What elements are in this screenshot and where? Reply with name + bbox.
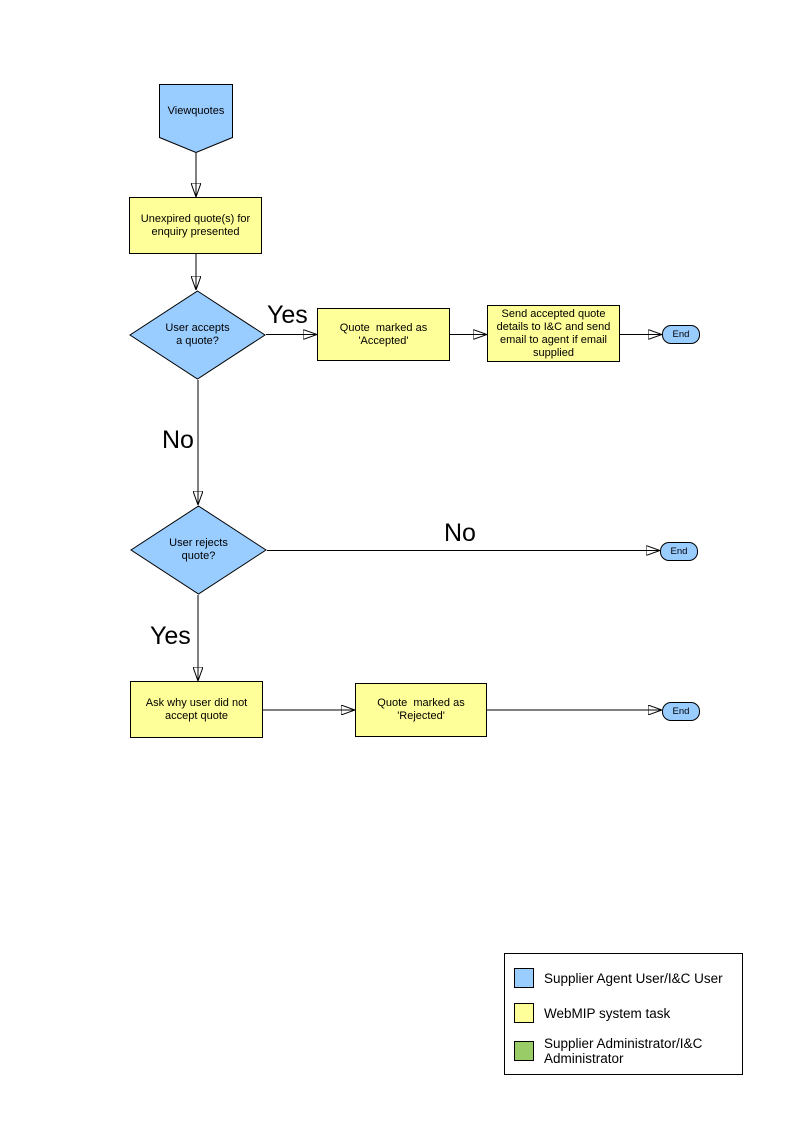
legend-label: Supplier Agent User/I&C User	[544, 970, 723, 986]
legend-swatch-yellow	[514, 1003, 534, 1023]
edge-label-rejects-yes: Yes	[150, 622, 191, 650]
legend-item-supplier-agent-user: Supplier Agent User/I&C User	[514, 968, 723, 988]
diamond-shape	[129, 290, 266, 380]
legend-label: Supplier Administrator/I&C Administrator	[544, 1036, 703, 1066]
legend-item-webmip-task: WebMIP system task	[514, 1003, 670, 1023]
node-unexpired-quotes: Unexpired quote(s) for enquiry presented	[129, 197, 262, 254]
node-user-accepts-quote-label: User accepts a quote?	[165, 322, 230, 347]
end-label: End	[672, 328, 690, 340]
node-quote-rejected-label: Quote marked as 'Rejected'	[377, 697, 465, 722]
node-ask-why: Ask why user did not accept quote	[130, 681, 263, 738]
legend-label: WebMIP system task	[544, 1005, 671, 1021]
node-user-rejects-quote: User rejects quote?	[130, 505, 267, 595]
legend: Supplier Agent User/I&C User WebMIP syst…	[504, 953, 743, 1075]
legend-item-supplier-administrator: Supplier Administrator/I&C Administrator	[514, 1036, 702, 1066]
legend-swatch-green	[514, 1041, 534, 1061]
node-quote-rejected: Quote marked as 'Rejected'	[355, 683, 487, 737]
node-send-accepted-details: Send accepted quote details to I&C and s…	[487, 305, 620, 362]
node-user-rejects-quote-label: User rejects quote?	[169, 537, 228, 562]
node-viewquotes-label: Viewquotes	[167, 104, 225, 117]
edge-label-rejects-no: No	[444, 519, 476, 547]
edge-label-accepts-no: No	[162, 426, 194, 454]
pentagon-shape	[159, 84, 233, 153]
node-quote-accepted: Quote marked as 'Accepted'	[317, 308, 450, 361]
end-label: End	[670, 545, 688, 557]
node-end-accepted: End	[662, 325, 700, 344]
diamond-shape	[130, 505, 267, 595]
node-end-no-reject: End	[660, 542, 698, 561]
node-unexpired-quotes-label: Unexpired quote(s) for enquiry presented	[140, 212, 251, 238]
node-viewquotes: Viewquotes	[159, 84, 233, 153]
node-quote-accepted-label: Quote marked as 'Accepted'	[339, 321, 428, 347]
node-end-rejected: End	[662, 702, 700, 721]
node-send-accepted-details-label: Send accepted quote details to I&C and s…	[496, 307, 611, 359]
end-label: End	[672, 705, 690, 717]
node-ask-why-label: Ask why user did not accept quote	[145, 696, 248, 722]
legend-swatch-blue	[514, 968, 534, 988]
node-user-accepts-quote: User accepts a quote?	[129, 290, 266, 380]
edge-label-accepts-yes: Yes	[267, 301, 308, 329]
